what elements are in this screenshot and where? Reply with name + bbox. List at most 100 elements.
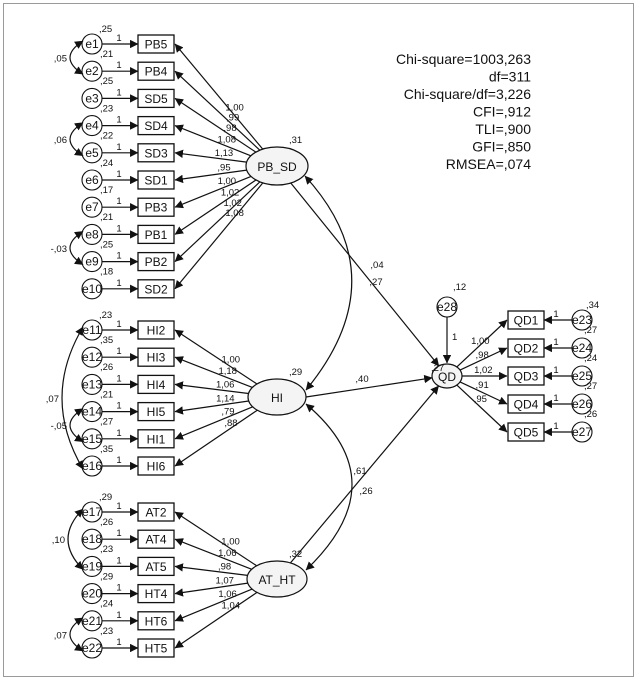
loading-arrow — [174, 588, 253, 622]
fit-stat-line: RMSEA=,074 — [446, 156, 531, 172]
fixed-path-one: 1 — [116, 346, 121, 357]
loading-arrow — [174, 179, 257, 235]
fixed-path-one: 1 — [116, 610, 121, 621]
loading-arrow — [174, 381, 249, 395]
disturbance-path-one: 1 — [452, 332, 457, 343]
loading-arrow — [174, 70, 261, 151]
qd-error-label: e26 — [572, 397, 592, 411]
error-label: e22 — [82, 641, 102, 655]
latent-variance-label: ,31 — [289, 135, 302, 146]
error-label: e9 — [85, 255, 99, 269]
error-label: e4 — [85, 119, 99, 133]
loading-arrow — [174, 591, 258, 649]
error-variance-label: ,25 — [100, 239, 113, 250]
qd-indicator-label: QD3 — [514, 370, 539, 384]
loading-label: 1,02 — [221, 187, 240, 198]
error-variance-label: ,29 — [100, 571, 113, 582]
error-label: e19 — [82, 559, 102, 573]
loading-arrow — [174, 563, 248, 576]
indicator-label: SD1 — [144, 174, 168, 188]
error-label: e7 — [85, 200, 99, 214]
loading-label: 1,06 — [218, 589, 237, 600]
error-label: e2 — [85, 64, 99, 78]
qd-loading-label: ,91 — [476, 380, 489, 391]
error-variance-label: ,26 — [100, 517, 113, 528]
latent-qd — [431, 363, 463, 389]
loading-label: 1,08 — [217, 135, 236, 146]
fixed-path-one: 1 — [116, 528, 121, 539]
fixed-path-one: 1 — [116, 251, 121, 262]
loading-arrow — [174, 511, 257, 567]
loading-label: 1,06 — [218, 548, 237, 559]
loading-label: ,99 — [226, 112, 239, 123]
error-label: e8 — [85, 227, 99, 241]
indicator-label: SD2 — [144, 282, 168, 296]
qd-loading-label: 1,02 — [474, 365, 493, 376]
fixed-path-one: 1 — [116, 278, 121, 289]
error-variance-label: ,21 — [100, 49, 113, 60]
covariance-atht-hi — [305, 403, 353, 571]
loading-arrow — [174, 182, 264, 290]
loading-arrow — [174, 582, 248, 597]
fixed-path-one: 1 — [116, 169, 121, 180]
fit-stat-line: Chi-square/df=3,226 — [404, 86, 531, 102]
fixed-path-one: 1 — [116, 142, 121, 153]
error-variance-label: ,21 — [100, 212, 113, 223]
error-variance-label: ,25 — [99, 24, 112, 35]
error-variance-label: ,24 — [100, 158, 113, 169]
loading-arrow — [174, 169, 247, 184]
loading-label: ,88 — [224, 418, 237, 429]
loading-label: ,98 — [223, 123, 236, 134]
loading-arrow — [174, 124, 252, 157]
qd-indicator-label: QD2 — [514, 342, 539, 356]
qd-error-variance-label: ,27 — [584, 381, 597, 392]
loading-label: 1,18 — [218, 366, 237, 377]
indicator-label: PB2 — [145, 255, 168, 269]
error-variance-label: ,18 — [100, 267, 113, 278]
latent-label: AT_HT — [258, 573, 296, 587]
error-variance-label: ,29 — [99, 492, 112, 503]
loading-label: 1,04 — [222, 600, 241, 611]
qd-error-label: e23 — [572, 313, 592, 327]
fit-stat-line: CFI=,912 — [473, 104, 531, 120]
loading-label: 1,00 — [222, 355, 241, 366]
fit-stat-line: TLI=,900 — [475, 121, 531, 137]
loading-label: 1,06 — [216, 379, 235, 390]
latent-label: PB_SD — [257, 160, 297, 174]
error-label: e15 — [82, 432, 102, 446]
fixed-path-one: 1 — [116, 373, 121, 384]
error-label: e20 — [82, 587, 102, 601]
loading-arrow — [174, 43, 264, 150]
fixed-path-one: 1 — [116, 637, 121, 648]
error-label: e10 — [82, 282, 102, 296]
fixed-path-one: 1 — [116, 428, 121, 439]
error-covariance — [69, 408, 84, 443]
error-label: e12 — [82, 350, 102, 364]
fixed-path-one: 1 — [553, 421, 558, 432]
disturbance-variance-label: ,12 — [453, 282, 466, 293]
error-variance-label: ,23 — [100, 103, 113, 114]
indicator-label: HI5 — [147, 405, 166, 419]
error-variance-label: ,22 — [100, 131, 113, 142]
indicator-label: HT5 — [145, 642, 168, 656]
indicator-label: HI1 — [147, 432, 166, 446]
fit-stat-line: GFI=,850 — [472, 139, 531, 155]
fixed-path-one: 1 — [116, 87, 121, 98]
loading-arrow — [174, 175, 252, 209]
latent-label: QD — [438, 370, 456, 384]
loading-label: ,98 — [218, 561, 231, 572]
error-variance-label: ,26 — [100, 362, 113, 373]
qd-error-variance-label: ,27 — [584, 325, 597, 336]
loading-arrow — [174, 406, 253, 440]
latent-at-ht — [246, 560, 308, 598]
fixed-path-one: 1 — [116, 115, 121, 126]
qd-loading-arrow — [456, 384, 508, 433]
loading-arrow — [174, 149, 247, 163]
qd-error-variance-label: ,34 — [586, 300, 599, 311]
covariance-label: ,07 — [54, 630, 67, 641]
fixed-path-one: 1 — [116, 501, 121, 512]
qd-error-label: e27 — [572, 425, 592, 439]
error-label: e5 — [85, 146, 99, 160]
qd-loading-label: ,95 — [474, 394, 487, 405]
